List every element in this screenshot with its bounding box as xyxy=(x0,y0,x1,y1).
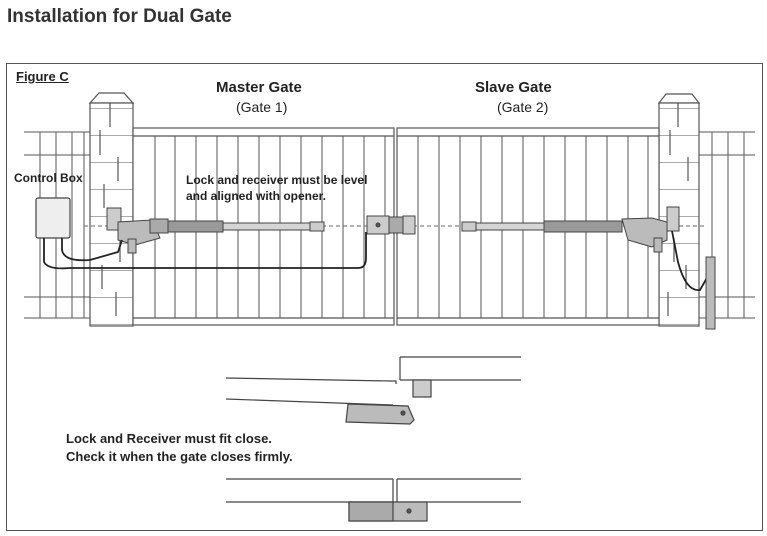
detail-open-gate xyxy=(225,356,521,425)
slave-side-post xyxy=(705,256,716,330)
fit-note-line2: Check it when the gate closes firmly. xyxy=(66,449,293,464)
slave-gate-title: Slave Gate xyxy=(475,79,552,96)
fit-note-line1: Lock and Receiver must fit close. xyxy=(66,431,272,446)
master-opener-arm xyxy=(106,207,325,254)
figure-label: Figure C xyxy=(16,69,69,84)
master-gate-subtitle: (Gate 1) xyxy=(236,99,288,115)
lock-note-line2: and aligned with opener. xyxy=(186,189,327,203)
master-gate-title: Master Gate xyxy=(216,79,302,96)
lock-note-line1: Lock and receiver must be level xyxy=(186,173,368,187)
control-box xyxy=(35,197,71,239)
left-pillar xyxy=(88,92,135,327)
detail-closed-gate xyxy=(226,478,521,522)
lock-receiver-center xyxy=(366,215,416,235)
slave-opener-arm xyxy=(461,206,680,253)
page-title: Installation for Dual Gate xyxy=(7,6,232,27)
control-box-label: Control Box xyxy=(14,171,83,185)
figure-frame xyxy=(6,63,763,531)
slave-gate-subtitle: (Gate 2) xyxy=(497,99,549,115)
wiring xyxy=(43,230,711,291)
